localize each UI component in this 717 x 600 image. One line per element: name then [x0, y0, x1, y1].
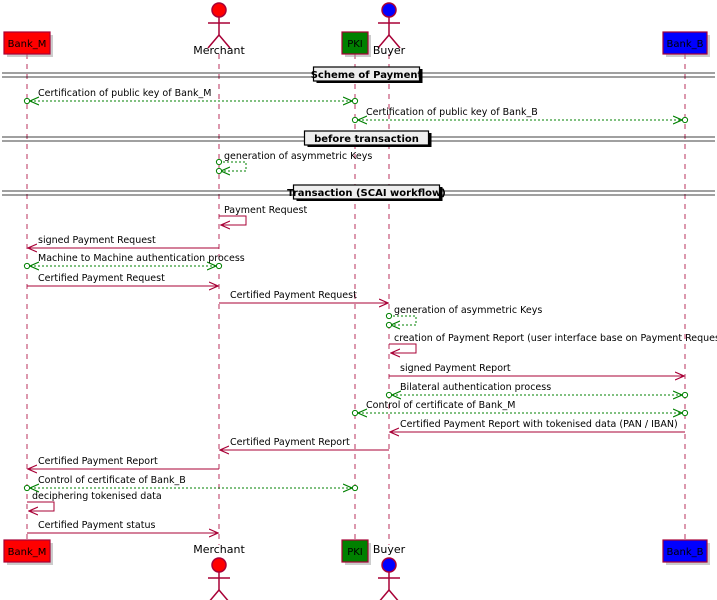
divider-1: Scheme of Payment — [2, 66, 715, 83]
message-3: generation of asymmetric Keys — [215, 151, 372, 174]
participant-merchant-top: Merchant — [193, 2, 245, 57]
message-label: Machine to Machine authentication proces… — [38, 253, 245, 264]
participant-label: Buyer — [373, 543, 406, 556]
divider-label: Scheme of Payment — [311, 70, 423, 81]
message-16: Certified Payment Report — [28, 456, 219, 469]
participant-pki-bottom: PKI — [341, 539, 371, 565]
message-15: Certified Payment Report — [220, 437, 389, 450]
message-label: Certified Payment Request — [230, 290, 357, 301]
message-label: Bilateral authentication process — [400, 382, 551, 393]
participant-label: Merchant — [193, 44, 245, 57]
participant-label: Bank_M — [8, 547, 47, 558]
message-13: Control of certificate of Bank_M — [351, 400, 689, 416]
message-label: Payment Request — [224, 205, 307, 216]
participant-label: Merchant — [193, 543, 245, 556]
message-5: signed Payment Request — [28, 235, 219, 248]
message-8: Certified Payment Request — [219, 290, 388, 303]
message-label: Certified Payment Report — [230, 437, 350, 448]
divider-label: Transaction (SCAI workflow) — [287, 188, 446, 199]
message-9: generation of asymmetric Keys — [385, 305, 542, 328]
participant-buyer-top: Buyer — [373, 2, 406, 57]
participant-bank_b-top: Bank_B — [662, 31, 710, 57]
message-6: Machine to Machine authentication proces… — [23, 253, 245, 269]
message-14: Certified Payment Report with tokenised … — [390, 419, 685, 432]
message-label: deciphering tokenised data — [32, 491, 162, 502]
participant-merchant-bottom: Merchant — [193, 543, 245, 600]
message-label: generation of asymmetric Keys — [224, 151, 372, 162]
message-1: Certification of public key of Bank_M — [23, 88, 359, 104]
participant-bank_m-bottom: Bank_M — [3, 539, 53, 565]
divider-3: Transaction (SCAI workflow) — [2, 184, 715, 201]
message-10: creation of Payment Report (user interfa… — [389, 333, 717, 353]
participant-buyer-bottom: Buyer — [373, 543, 406, 600]
message-label: Control of certificate of Bank_M — [366, 400, 515, 411]
message-2: Certification of public key of Bank_B — [351, 107, 689, 123]
message-label: signed Payment Request — [38, 235, 156, 246]
divider-2: before transaction — [2, 130, 715, 147]
message-12: Bilateral authentication process — [385, 382, 689, 398]
message-label: creation of Payment Report (user interfa… — [394, 333, 717, 344]
message-label: Certified Payment status — [38, 520, 155, 531]
message-18: deciphering tokenised data — [27, 491, 162, 511]
participant-pki-top: PKI — [341, 31, 371, 57]
participant-label: Bank_B — [667, 547, 704, 558]
message-label: Certified Payment Report — [38, 456, 158, 467]
participant-label: Bank_M — [8, 39, 47, 50]
participant-label: Bank_B — [667, 39, 704, 50]
message-label: Control of certificate of Bank_B — [38, 475, 186, 486]
message-19: Certified Payment status — [27, 520, 218, 533]
participant-label: PKI — [347, 547, 363, 558]
message-label: Certified Payment Request — [38, 273, 165, 284]
message-label: signed Payment Report — [400, 363, 511, 374]
participant-bank_m-top: Bank_M — [3, 31, 53, 57]
message-label: Certification of public key of Bank_M — [38, 88, 211, 99]
message-label: Certified Payment Report with tokenised … — [400, 419, 678, 430]
message-4: Payment Request — [219, 205, 307, 225]
message-7: Certified Payment Request — [27, 273, 218, 286]
message-label: Certification of public key of Bank_B — [366, 107, 538, 118]
message-label: generation of asymmetric Keys — [394, 305, 542, 316]
message-17: Control of certificate of Bank_B — [23, 475, 359, 491]
participant-label: Buyer — [373, 44, 406, 57]
participant-label: PKI — [347, 39, 363, 50]
message-11: signed Payment Report — [389, 363, 684, 376]
divider-label: before transaction — [314, 134, 419, 145]
participant-bank_b-bottom: Bank_B — [662, 539, 710, 565]
